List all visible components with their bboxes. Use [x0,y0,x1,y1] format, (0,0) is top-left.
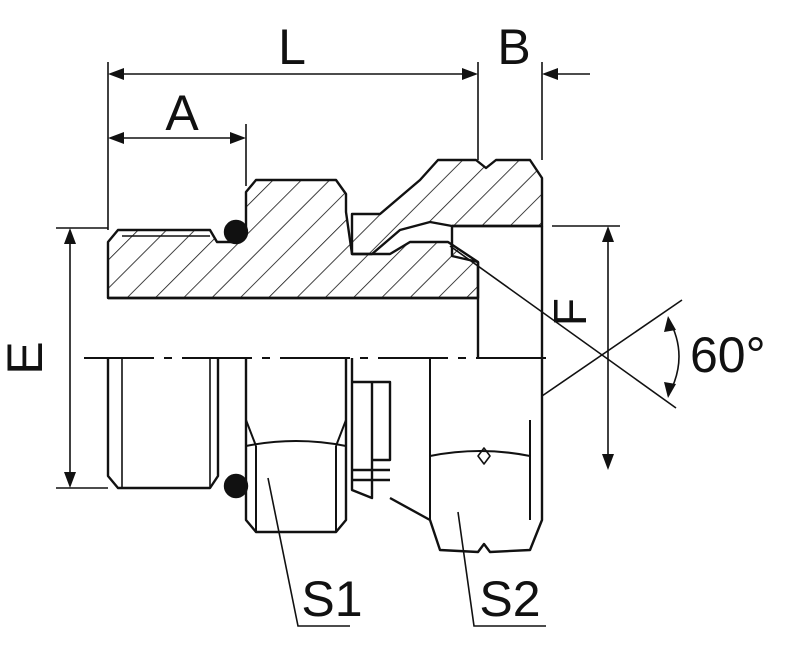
leader-s1 [267,477,350,627]
o-ring-top [223,219,249,245]
section-half [106,158,544,398]
hex-s2 [389,398,544,554]
label-F: F [544,298,596,326]
leader-s2 [457,511,546,627]
label-S1: S1 [301,571,362,627]
male-thread-exterior [106,358,220,490]
arrow-heads [64,68,676,488]
thread-crest-lines [122,229,210,237]
label-B: B [497,19,530,75]
exterior-half [106,358,544,554]
neck [350,358,392,500]
cone-line-lower [541,299,683,397]
label-L: L [278,19,306,75]
label-E: E [0,341,53,374]
cone-line-upper [449,245,677,409]
hex-s1 [244,358,348,534]
label-angle: 60° [690,327,766,383]
nut-section [350,158,544,256]
label-S2: S2 [479,571,540,627]
dimension-lines [56,62,683,627]
o-ring-bottom [223,473,249,499]
label-A: A [165,85,199,141]
